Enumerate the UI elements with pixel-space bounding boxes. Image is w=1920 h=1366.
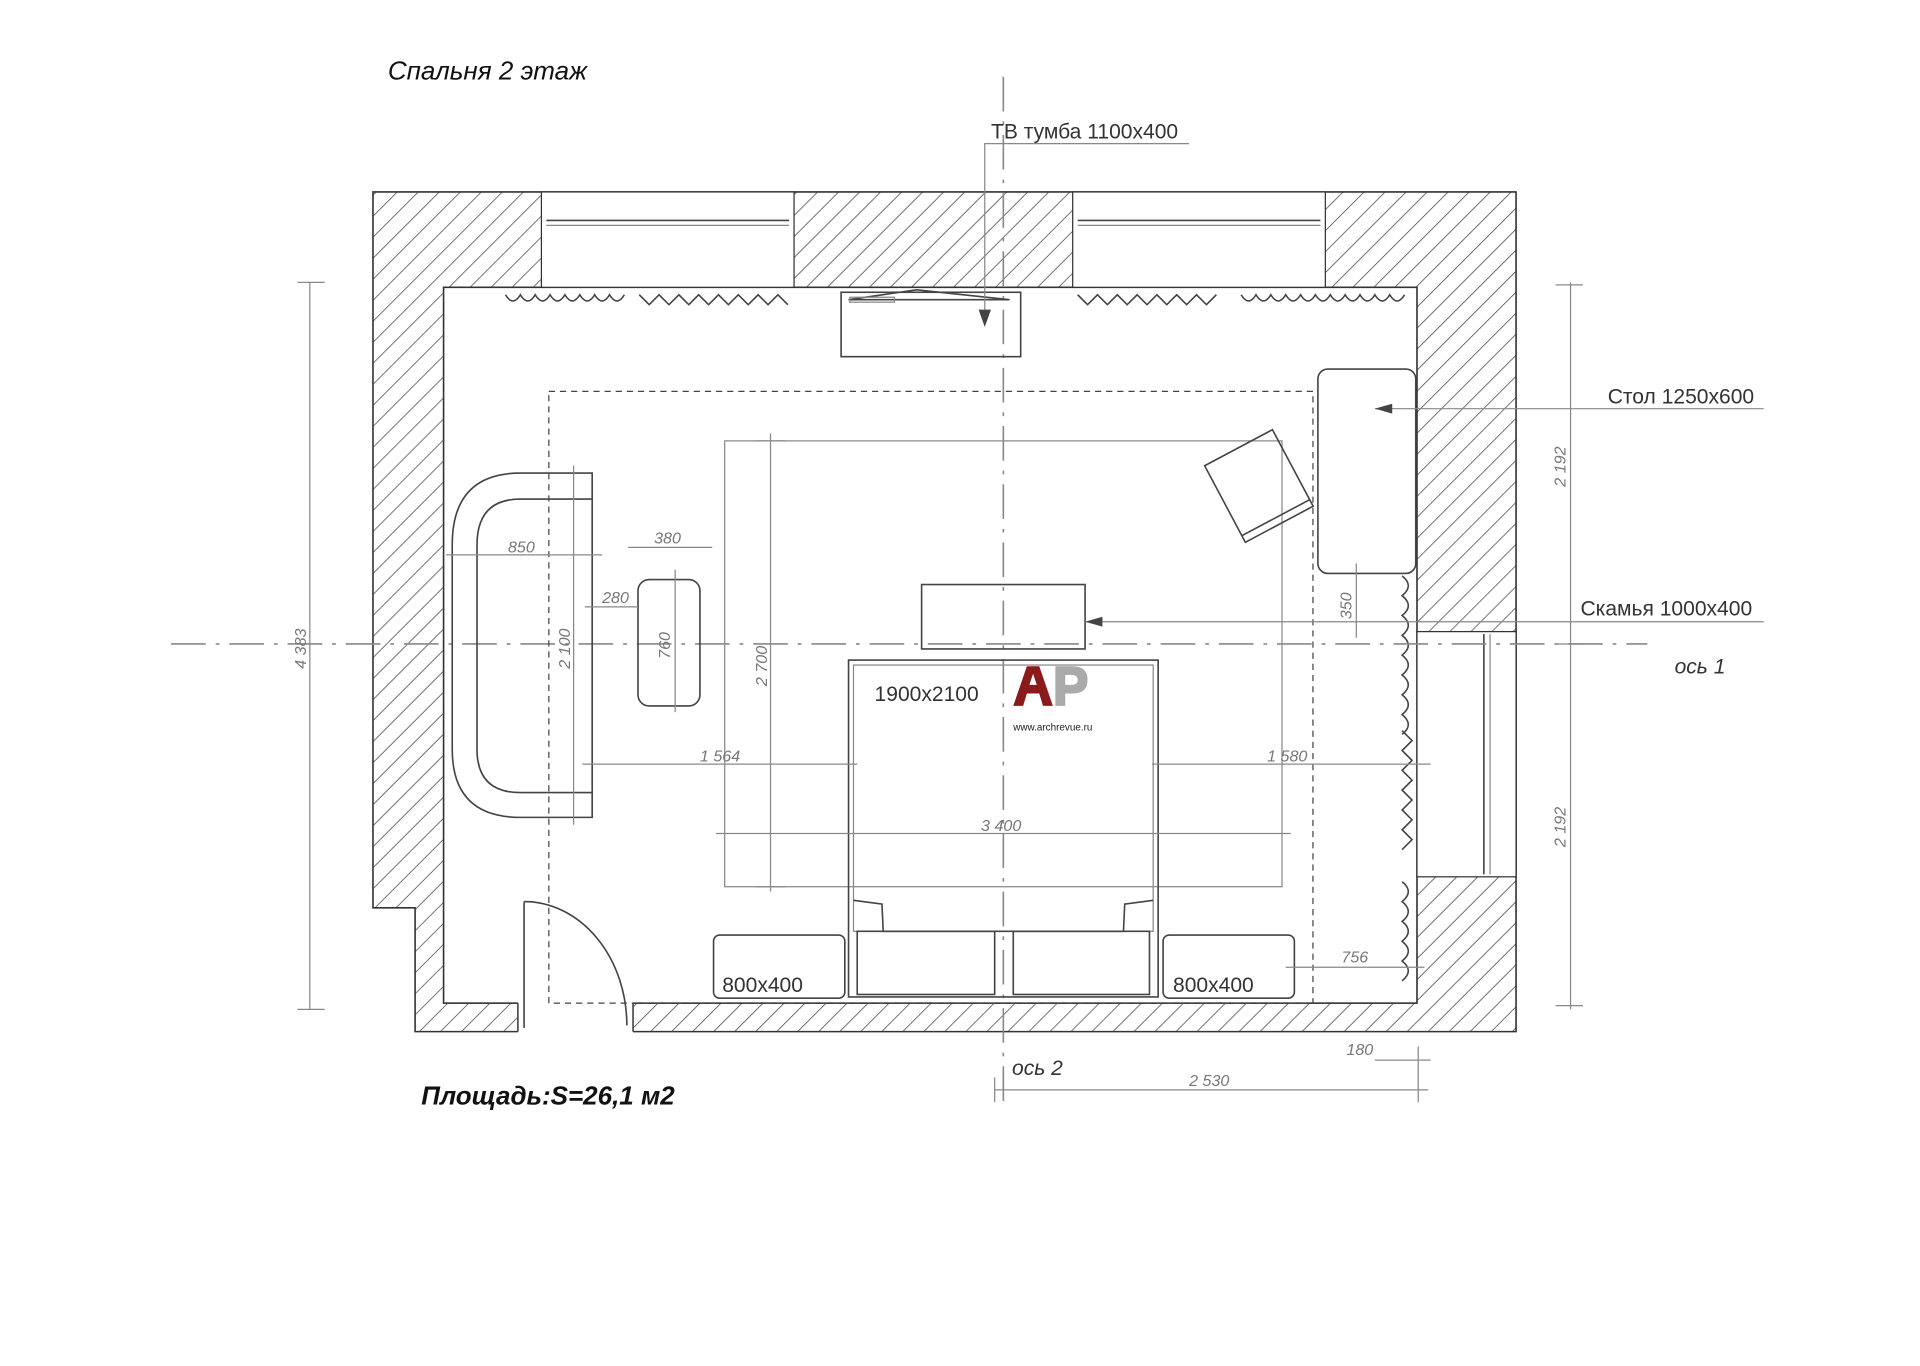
bench-label: Скамья 1000x400 [1580,598,1752,621]
nightstand-right-label: 800x400 [1173,974,1254,997]
dim-right-gap: 1 580 [1267,748,1307,766]
sofa [451,472,593,819]
dim-right-upper: 2 192 [1552,446,1570,487]
watermark-url: www.archrevue.ru [1012,723,1092,734]
watermark: www.archrevue.ru [1012,666,1092,734]
dim-left-gap: 1 564 [700,748,740,766]
bed-label: 1900x2100 [875,683,979,706]
dim-280: 280 [601,589,629,607]
window-top-right [1072,191,1326,288]
dim-desk-gap: 350 [1337,592,1355,619]
pouf [637,578,701,707]
dim-wall-180: 180 [1346,1041,1373,1059]
nightstand-left [712,934,846,999]
desk-label: Стол 1250x600 [1608,386,1754,409]
plan-title: Спальня 2 этаж [388,55,588,85]
bench [920,583,1086,650]
dim-total-height: 4 383 [292,628,310,668]
axis-2-label: ось 2 [1012,1057,1063,1080]
bed [847,659,1159,998]
dim-rug-height: 2 700 [753,646,771,687]
dim-right-lower: 2 192 [1552,807,1570,848]
dimension-lines [297,143,1764,1103]
tv-stand-label: ТВ тумба 1100x400 [991,121,1178,144]
door [523,900,628,1028]
nightstand-left-label: 800x400 [722,974,803,997]
dim-curtain-gap: 756 [1341,948,1368,966]
rug-outline [548,390,1314,1004]
axis-1-label: ось 1 [1675,656,1726,679]
walls [372,191,1517,1033]
watermark-logo [1013,666,1088,706]
dim-axis-offset: 2 530 [1188,1072,1229,1090]
dim-sofa-depth: 850 [508,538,535,556]
desk-chair [1203,428,1315,544]
area-label: Площадь:S=26,1 м2 [421,1081,675,1111]
curtains [504,293,1414,982]
dim-pouf-length: 760 [656,632,674,659]
dim-rug-width: 3 400 [981,817,1021,835]
desk [1317,368,1417,575]
dim-pouf-width: 380 [654,530,681,548]
balcony-door-right [1416,630,1517,878]
window-top-left [540,191,795,288]
tv-stand [840,288,1022,358]
dim-sofa-length: 2 100 [556,628,574,669]
